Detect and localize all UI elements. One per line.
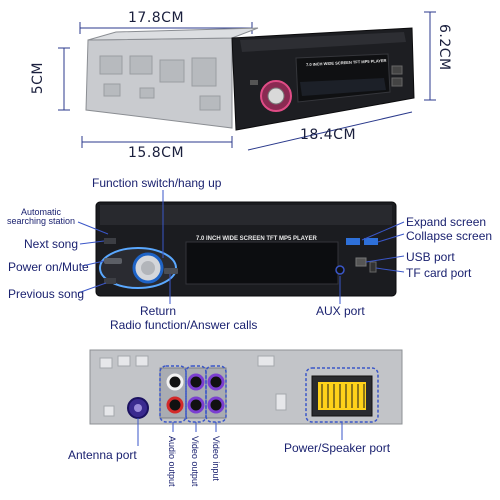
- label-audio-output: Audio output: [167, 436, 177, 487]
- dim-body-label: 15.8CM: [128, 145, 185, 161]
- prev-button: [104, 278, 116, 284]
- dimension-lines: [58, 11, 436, 151]
- label-power-speaker-port: Power/Speaker port: [284, 441, 391, 455]
- label-antenna-port: Antenna port: [68, 448, 137, 462]
- highlight-audio: [159, 365, 187, 423]
- return-button: [164, 268, 178, 274]
- label-function-switch: Function switch/hang up: [92, 176, 222, 190]
- label-return: Return: [140, 304, 177, 318]
- collapse-button: [364, 238, 378, 245]
- dim-line-front: [247, 111, 413, 151]
- rca-audio-white: [166, 373, 184, 391]
- radio-button: [104, 258, 122, 264]
- front-panel-screen: [185, 241, 339, 285]
- label-radio-answer: Radio function/Answer calls: [110, 318, 258, 332]
- rca-video-out-1: [187, 373, 205, 391]
- aux-jack: [335, 265, 345, 275]
- front-screen-text: 7.0 INCH WIDE SCREEN TFT MP5 PLAYER: [196, 236, 317, 242]
- label-video-output: Video output: [190, 436, 200, 487]
- rca-video-out-2: [187, 396, 205, 414]
- dim-width-label: 17.8CM: [128, 10, 185, 26]
- dim-front-label: 18.4CM: [300, 127, 357, 143]
- label-collapse-screen: Collapse screen: [406, 229, 493, 243]
- front-callout-lines: [77, 190, 405, 304]
- label-next-song: Next song: [24, 237, 79, 251]
- expand-button: [346, 238, 360, 245]
- next-button: [104, 238, 116, 244]
- label-auto-search: Automatic searching station: [6, 207, 76, 226]
- chassis-top: [87, 27, 259, 41]
- label-expand-screen: Expand screen: [406, 215, 487, 229]
- rca-video-in-1: [207, 373, 225, 391]
- rca-audio-red: [166, 396, 184, 414]
- front-panel-top-strip: [100, 205, 392, 225]
- dim-height-label: 6.2CM: [436, 24, 452, 71]
- front-top-edge: [240, 32, 406, 52]
- power-connector-pins: [318, 382, 366, 410]
- tf-slot: [369, 261, 377, 273]
- label-usb-port: USB port: [406, 250, 455, 264]
- rear-callout-lines: [137, 418, 343, 446]
- rca-video-in-2: [207, 396, 225, 414]
- label-tf-card-port: TF card port: [406, 266, 472, 280]
- label-aux-port: AUX port: [316, 304, 365, 318]
- rear-vent: [99, 357, 113, 369]
- label-previous-song: Previous song: [8, 287, 85, 301]
- label-video-input: Video input: [211, 436, 221, 481]
- label-power-mute: Power on/Mute: [8, 260, 89, 274]
